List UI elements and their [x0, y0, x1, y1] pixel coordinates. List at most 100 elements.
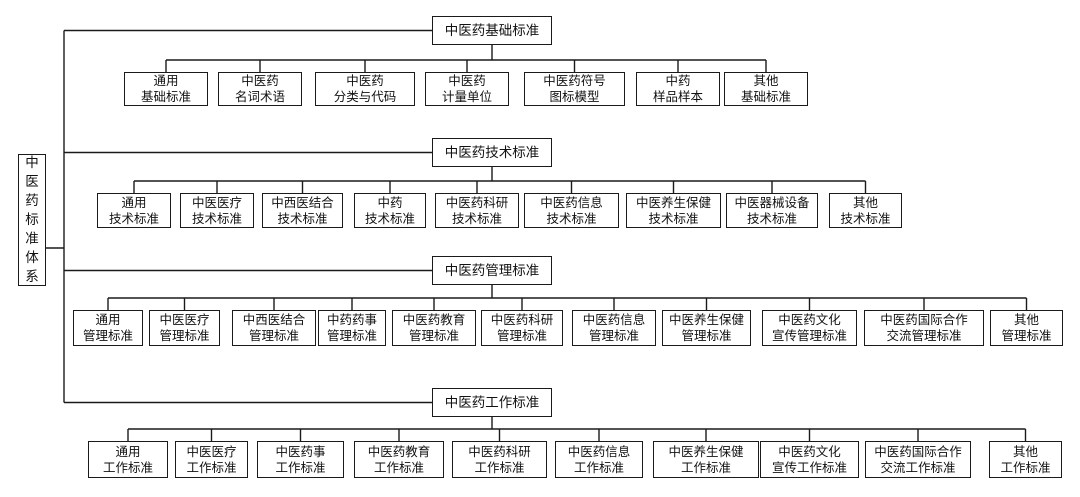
standard-node-line1: 中医养生保健 [668, 443, 744, 459]
standard-node-line1: 中医药国际合作 [874, 443, 962, 459]
standard-node: 中医药科研工作标准 [452, 441, 547, 478]
standard-node: 中医药计量单位 [425, 72, 509, 106]
category-node: 中医药技术标准 [432, 138, 552, 167]
standard-node: 中医药教育工作标准 [354, 441, 444, 478]
standard-node-line2: 工作标准 [680, 459, 731, 475]
standard-node-line2: 技术标准 [546, 210, 597, 226]
standard-node-line1: 其他 [1012, 443, 1038, 459]
standard-node: 中医养生保健工作标准 [653, 441, 759, 478]
standard-node-line2: 技术标准 [191, 210, 242, 226]
standard-node-line2: 基础标准 [140, 89, 191, 104]
standard-node: 中医药分类与代码 [315, 72, 415, 106]
standard-node-line2: 图标模型 [549, 89, 600, 104]
standard-node-line2: 交流工作标准 [880, 459, 956, 475]
standard-node-line1: 中医药信息 [582, 312, 646, 327]
standard-node-line1: 中医药 [448, 73, 486, 88]
standard-node: 中医药国际合作交流工作标准 [865, 441, 971, 478]
standard-node-line1: 其他 [852, 194, 878, 210]
standard-node-line1: 中医医疗 [191, 194, 242, 210]
standard-node-line2: 技术标准 [451, 210, 502, 226]
standard-node-line2: 管理标准 [681, 328, 732, 343]
root-node-char: 中 [25, 154, 39, 171]
standard-node-line2: 宣传工作标准 [771, 459, 847, 475]
root-node-char: 准 [25, 230, 39, 247]
standard-node: 中医药信息工作标准 [555, 441, 643, 478]
standard-node: 通用管理标准 [73, 310, 143, 346]
standard-node-line2: 基础标准 [740, 89, 791, 104]
standard-node: 中西医结合技术标准 [262, 193, 343, 228]
standard-node: 中医医疗工作标准 [175, 441, 248, 478]
standard-node-line2: 管理标准 [82, 328, 133, 343]
standard-node-line1: 中医药文化 [778, 312, 841, 327]
standard-node-line2: 工作标准 [275, 459, 326, 475]
standard-node-line1: 其他 [1013, 312, 1039, 327]
root-node-char: 系 [25, 268, 39, 285]
standard-node-line1: 中医药文化 [778, 443, 841, 459]
standard-node-line1: 中医药教育 [402, 312, 466, 327]
category-title: 中医药技术标准 [444, 144, 540, 161]
standard-node: 通用工作标准 [88, 441, 168, 478]
standard-node-line2: 技术标准 [277, 210, 328, 226]
standard-node-line2: 管理标准 [1001, 328, 1052, 343]
standard-node-line1: 中药药事 [326, 312, 377, 327]
standard-node-line2: 计量单位 [441, 89, 492, 104]
standard-node-line2: 宣传管理标准 [771, 328, 847, 343]
standard-node-line1: 中医药符号 [543, 73, 606, 88]
standard-node: 中医器械设备技术标准 [726, 193, 818, 228]
standard-node: 其他管理标准 [990, 310, 1063, 346]
standard-node-line1: 中药 [665, 73, 691, 88]
standard-node: 中医养生保健技术标准 [626, 193, 721, 228]
standard-node-line2: 管理标准 [496, 328, 547, 343]
standard-node-line1: 中西医结合 [271, 194, 334, 210]
standard-node: 其他基础标准 [724, 72, 808, 106]
standard-node: 其他工作标准 [989, 441, 1062, 478]
root-node-char: 标 [25, 211, 39, 228]
standard-node-line1: 通用 [121, 194, 147, 210]
standard-node-line1: 中医药 [346, 73, 384, 88]
root-node-char: 医 [25, 173, 39, 190]
standard-node-line2: 工作标准 [474, 459, 525, 475]
category-node: 中医药工作标准 [432, 388, 552, 417]
standard-node-line1: 中医药科研 [490, 312, 554, 327]
category-title: 中医药工作标准 [444, 394, 540, 411]
standard-node: 中医药文化宣传管理标准 [762, 310, 857, 346]
standard-node-line1: 中医药信息 [540, 194, 603, 210]
category-title: 中医药基础标准 [444, 22, 540, 39]
standard-node-line2: 名词术语 [234, 89, 285, 104]
standard-node-line1: 通用 [95, 312, 121, 327]
standard-node-line1: 通用 [153, 73, 179, 88]
standard-node-line1: 中医养生保健 [668, 312, 744, 327]
standard-node-line2: 工作标准 [573, 459, 624, 475]
standard-node: 中西医结合管理标准 [232, 310, 316, 346]
standard-node-line2: 工作标准 [1000, 459, 1051, 475]
standard-node-line1: 其他 [753, 73, 779, 88]
root-node-char: 体 [25, 249, 39, 266]
category-node: 中医药管理标准 [432, 256, 552, 285]
standard-node-line1: 中医药国际合作 [880, 312, 968, 327]
standard-node-line2: 样品样本 [652, 89, 703, 104]
standard-node: 中医药科研管理标准 [481, 310, 563, 346]
standard-node: 中药技术标准 [354, 193, 426, 228]
standard-node-line2: 管理标准 [248, 328, 299, 343]
standard-node: 通用技术标准 [97, 193, 171, 228]
standard-node: 中医药科研技术标准 [435, 193, 519, 228]
standard-node-line1: 中医药科研 [445, 194, 509, 210]
standard-node-line1: 中医药事 [275, 443, 326, 459]
category-node: 中医药基础标准 [432, 16, 552, 45]
standard-node-line1: 中医药 [241, 73, 279, 88]
category-title: 中医药管理标准 [444, 262, 540, 279]
standard-node-line2: 管理标准 [326, 328, 377, 343]
standard-node: 中医药信息管理标准 [572, 310, 656, 346]
standard-node-line1: 通用 [115, 443, 141, 459]
standard-node: 中医药教育管理标准 [392, 310, 476, 346]
standard-node-line1: 中西医结合 [242, 312, 306, 327]
standard-node: 中医养生保健管理标准 [662, 310, 751, 346]
standard-node-line2: 管理标准 [159, 328, 210, 343]
standard-node-line1: 中医医疗 [159, 312, 210, 327]
standard-node-line2: 管理标准 [408, 328, 459, 343]
standard-node-line1: 中医养生保健 [635, 194, 711, 210]
standard-node: 中医医疗技术标准 [180, 193, 254, 228]
standard-node: 通用基础标准 [124, 72, 208, 106]
standard-node-line2: 技术标准 [648, 210, 699, 226]
